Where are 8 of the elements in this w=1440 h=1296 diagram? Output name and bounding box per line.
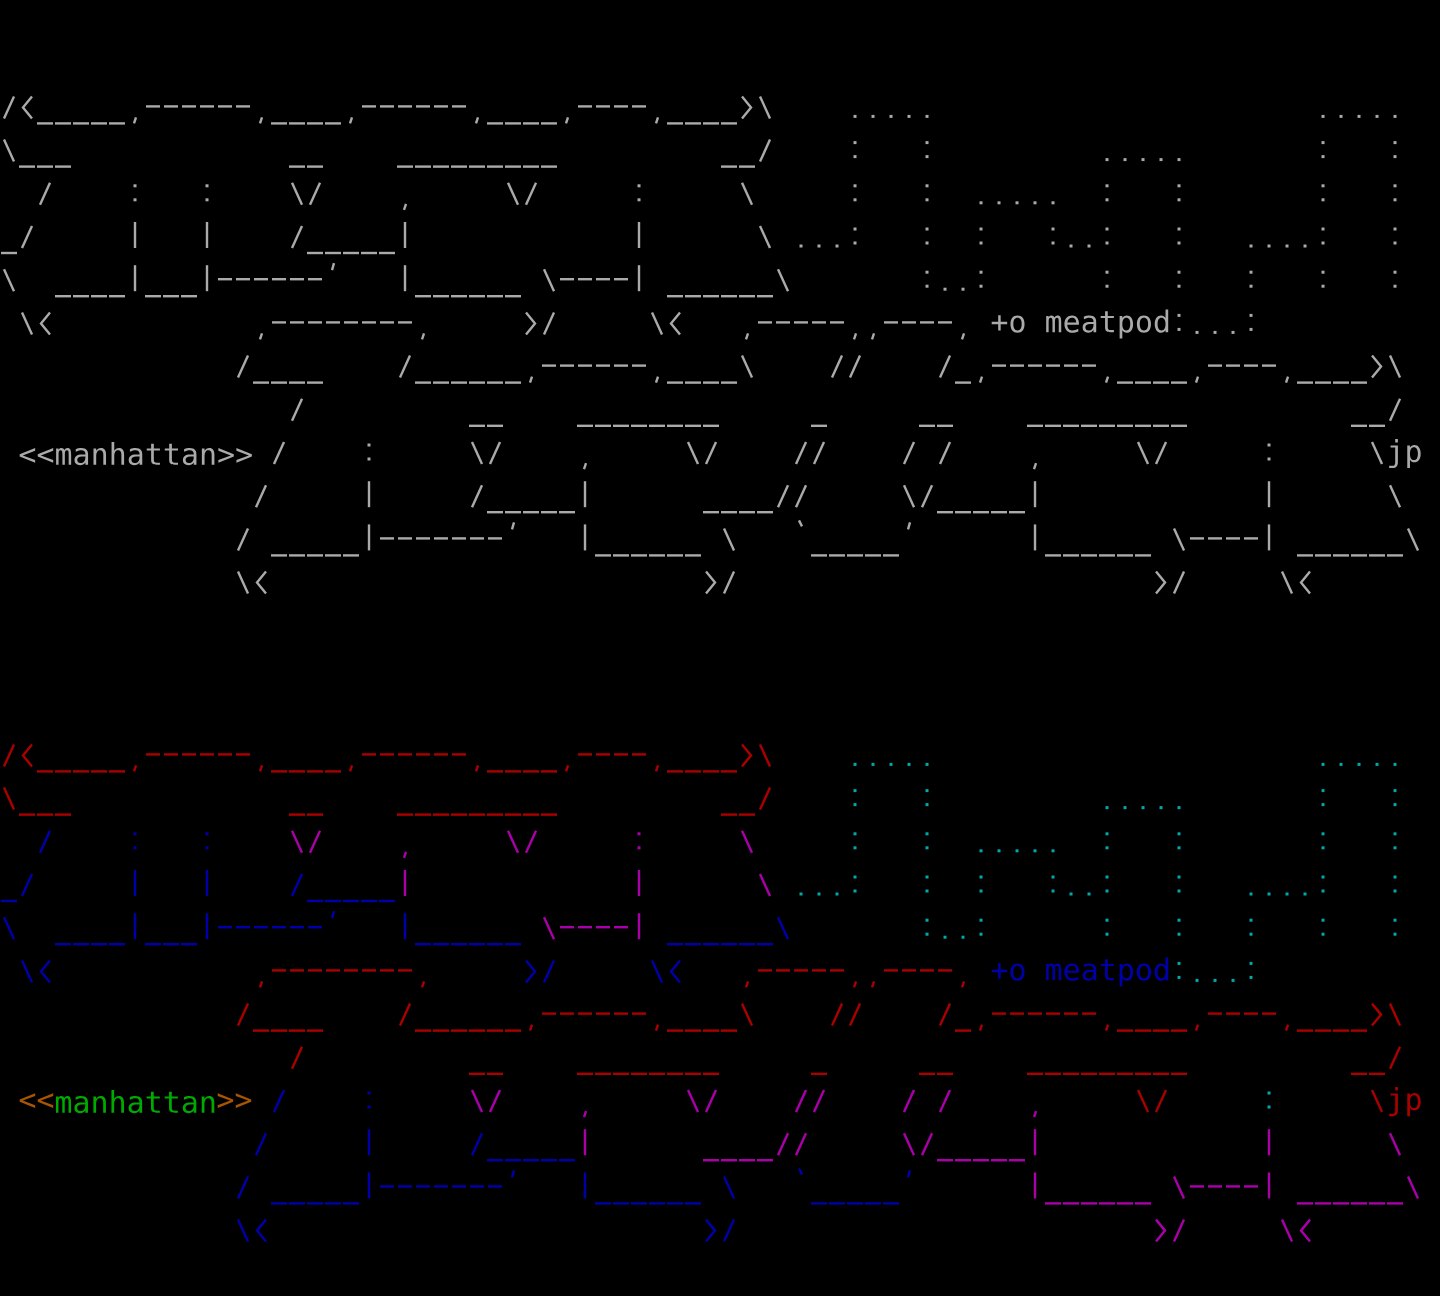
signature-label: jp [1389,1087,1421,1117]
signature-label: jp [1389,439,1421,469]
signature-label: +o meatpod [991,957,1169,987]
signature-label: << [19,1093,54,1108]
signature-label: >> [217,1093,252,1108]
signature-label: <<manhattan>> [19,442,252,466]
signature-label: +o meatpod [991,309,1169,339]
signature-label: manhattan [56,1090,215,1114]
